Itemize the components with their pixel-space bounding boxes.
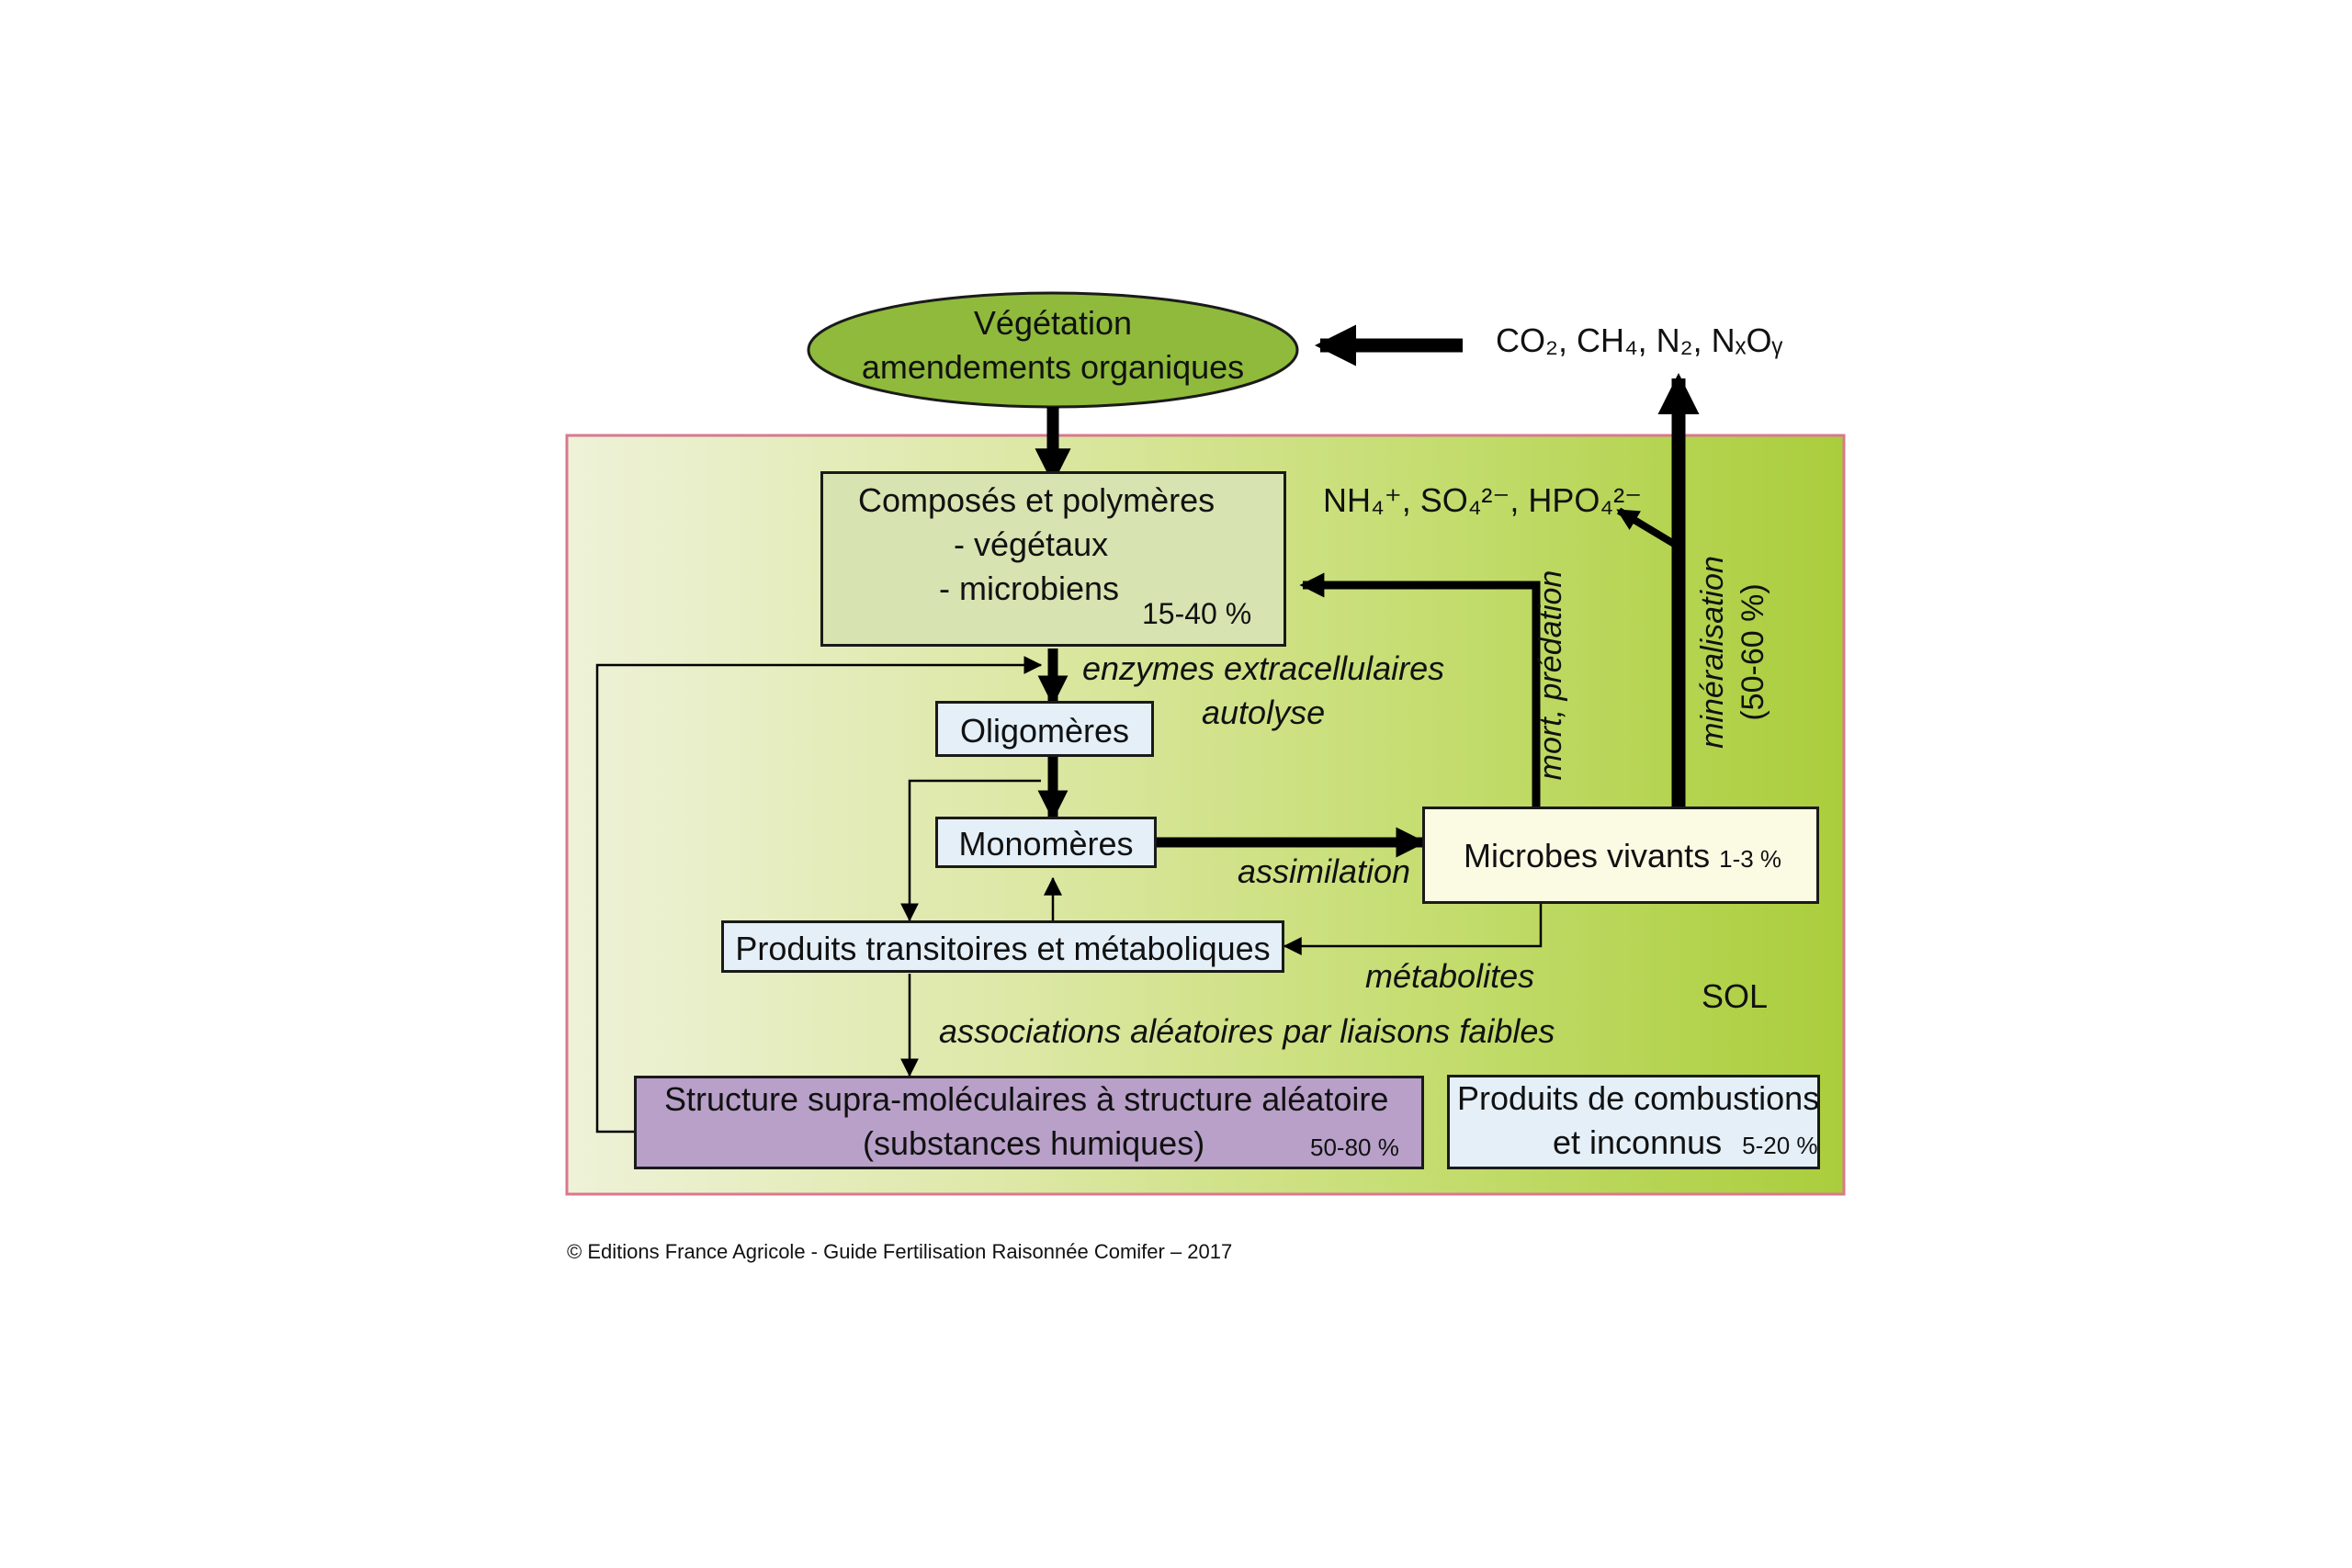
humiques-box: Structure supra-moléculaires à structure…: [634, 1076, 1424, 1169]
monomeres-label: Monomères: [958, 825, 1134, 863]
mineralisation-line2: (50-60 %): [1736, 583, 1770, 721]
composes-line1: Composés et polymères: [858, 481, 1216, 519]
enzymes-label: enzymes extracellulaires autolyse: [1082, 647, 1444, 735]
microbes-label: Microbes vivants 1-3 %: [1464, 837, 1781, 875]
copyright-label: © Editions France Agricole - Guide Ferti…: [567, 1240, 1233, 1263]
microbes-box: Microbes vivants 1-3 %: [1422, 807, 1819, 904]
composes-box: Composés et polymères - végétaux - micro…: [820, 471, 1286, 647]
arrow-to-ions: [1616, 507, 1681, 550]
vegetation-line2: amendements organiques: [861, 348, 1245, 386]
enzymes-line2: autolyse: [1202, 694, 1326, 731]
arrow-microbes-to-produits: [1283, 904, 1543, 955]
assimilation-label: assimilation: [1238, 852, 1411, 890]
humiques-pct: 50-80 %: [1310, 1134, 1399, 1161]
humiques-line2: (substances humiques): [863, 1124, 1205, 1162]
mineralisation-line1: minéralisation: [1695, 556, 1730, 749]
combustion-line2-text: et inconnus: [1553, 1123, 1723, 1161]
combustion-box: Produits de combustions et inconnus 5-20…: [1447, 1075, 1820, 1169]
combustion-pct: 5-20 %: [1742, 1132, 1818, 1159]
monomeres-box: Monomères: [935, 817, 1157, 868]
associations-label: associations aléatoires par liaisons fai…: [939, 1012, 1555, 1050]
vegetation-line1: Végétation: [973, 304, 1133, 342]
produits-box: Produits transitoires et métaboliques: [721, 920, 1284, 973]
combustion-line1: Produits de combustions: [1457, 1079, 1820, 1117]
mort-label: mort, prédation: [1533, 570, 1568, 781]
humiques-line1: Structure supra-moléculaires à structure…: [664, 1080, 1389, 1118]
combustion-line2: et inconnus 5-20 %: [1553, 1123, 1818, 1162]
produits-label: Produits transitoires et métaboliques: [735, 930, 1271, 967]
composes-line2: - végétaux: [954, 525, 1109, 563]
metabolites-label: métabolites: [1365, 957, 1535, 995]
oligomeres-label: Oligomères: [959, 712, 1130, 750]
composes-line3: - microbiens: [939, 570, 1120, 607]
arrow-loop-to-produits: [900, 779, 1041, 922]
vegetation-label: Végétation amendements organiques: [808, 301, 1297, 389]
oligomeres-box: Oligomères: [935, 701, 1154, 757]
gases-label: CO₂, CH₄, N₂, NₓOᵧ: [1496, 321, 1783, 359]
arrow-microbes-to-composes: [1299, 572, 1541, 807]
microbes-text: Microbes vivants: [1464, 837, 1711, 874]
composes-pct: 15-40 %: [1142, 597, 1252, 630]
microbes-pct: 1-3 %: [1719, 845, 1782, 873]
ions-label: NH₄⁺, SO₄²⁻, HPO₄²⁻: [1323, 481, 1643, 519]
enzymes-line1: enzymes extracellulaires: [1082, 649, 1445, 687]
sol-label: SOL: [1702, 977, 1769, 1015]
mineralisation-label: minéralisation (50-60 %): [1692, 514, 1773, 790]
arrow-humiques-loop: [595, 656, 1043, 1134]
